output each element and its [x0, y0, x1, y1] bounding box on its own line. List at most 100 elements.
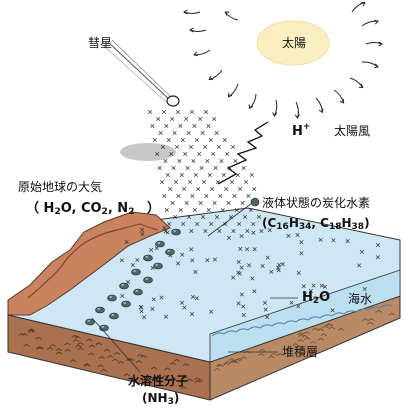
particle-x-mark	[236, 259, 241, 264]
particle-x-mark	[189, 109, 195, 115]
particle-x-mark	[197, 151, 202, 157]
particle-x-mark	[212, 257, 218, 262]
particle-x-mark	[251, 221, 256, 227]
particle-x-mark	[239, 292, 244, 297]
atmosphere-title: 原始地球の大気	[18, 180, 103, 194]
ammonia-formula: (NH3)	[142, 391, 180, 407]
particle-x-mark	[184, 200, 189, 206]
particle-x-mark	[319, 283, 324, 288]
sun-ray	[209, 69, 223, 81]
sediment-mark	[213, 367, 221, 371]
particle-x-mark	[269, 269, 274, 274]
particle-x-mark	[186, 214, 192, 220]
particle-x-mark	[252, 186, 257, 192]
particle-x-mark	[164, 123, 169, 129]
sun-ray-arrowhead	[189, 27, 194, 33]
particle-x-mark	[249, 172, 254, 178]
sediment-mark	[240, 356, 247, 360]
particle-x-mark	[375, 255, 380, 260]
particle-x-mark	[124, 239, 129, 244]
particle-x-mark	[263, 307, 268, 312]
hydrocarbon-droplets	[85, 228, 181, 332]
particle-x-mark	[232, 193, 237, 199]
sediment-mark	[49, 344, 57, 347]
particle-x-mark	[200, 130, 205, 136]
particle-x-mark	[206, 207, 211, 213]
particle-x-mark	[179, 172, 184, 178]
droplet-highlight	[97, 308, 101, 310]
particle-x-mark	[152, 137, 157, 143]
particle-x-mark	[165, 172, 170, 178]
particle-x-mark	[208, 137, 213, 143]
particle-x-mark	[166, 137, 171, 143]
soluble-molecule-label: 水溶性分子	[128, 374, 189, 388]
particle-x-mark	[219, 158, 224, 164]
particle-x-mark	[252, 247, 257, 252]
sediment-mark	[74, 335, 82, 339]
land-cliff-shading	[27, 229, 117, 299]
sediment-mark	[232, 360, 239, 364]
particle-x-mark	[176, 193, 181, 199]
particle-x-mark	[184, 116, 189, 122]
particle-x-mark	[151, 297, 156, 302]
particle-x-mark	[200, 214, 206, 220]
particle-x-mark	[226, 235, 231, 240]
sediment-mark	[325, 323, 333, 326]
droplet-highlight	[87, 320, 91, 322]
particle-x-mark	[167, 221, 172, 227]
sediment-mark	[154, 375, 161, 379]
gas-co2: CO2,	[80, 201, 113, 218]
particle-x-mark	[203, 109, 209, 115]
sediment-mark	[140, 355, 147, 358]
particle-x-mark	[176, 261, 181, 266]
particle-x-mark	[149, 247, 154, 253]
particle-x-mark	[180, 300, 185, 305]
sediment-mark	[72, 339, 80, 342]
sediment-mark	[169, 362, 176, 366]
particle-x-mark	[245, 228, 250, 234]
particle-x-mark	[190, 294, 196, 300]
particle-x-mark	[186, 130, 191, 136]
sediment-mark	[223, 362, 230, 366]
water-formula: H2O	[302, 290, 331, 307]
particle-x-mark	[216, 144, 222, 150]
particle-x-mark	[239, 234, 244, 239]
sediment-mark	[244, 350, 251, 354]
sun-ray-arrowhead	[374, 19, 379, 25]
particle-x-mark	[193, 269, 198, 274]
hydrogen-ion-charge: +	[302, 122, 311, 132]
sediment-mark	[181, 375, 189, 379]
particle-x-mark	[239, 265, 244, 270]
particle-x-mark	[209, 309, 214, 314]
comet-label: 彗星	[88, 36, 113, 50]
particle-x-mark	[187, 179, 193, 185]
particle-x-mark	[236, 270, 241, 275]
particle-x-mark	[276, 268, 281, 273]
particle-x-mark	[140, 227, 145, 232]
particle-x-mark	[147, 109, 153, 115]
particle-x-mark	[188, 144, 194, 150]
atmosphere-gases: （ H2O, CO2, N2 ）	[26, 202, 160, 219]
particle-x-mark	[357, 263, 362, 268]
sediment-mark	[216, 363, 223, 367]
hydrogen-ion-label: H+	[292, 120, 310, 139]
particle-x-mark	[175, 109, 181, 115]
sediment-mark	[257, 353, 265, 356]
particle-x-mark	[203, 228, 208, 234]
particle-x-mark	[217, 228, 222, 234]
particle-x-mark	[204, 193, 209, 199]
particle-x-mark	[248, 207, 253, 213]
particle-x-mark	[265, 315, 270, 320]
particle-x-mark	[277, 262, 282, 268]
gases-close-paren: ）	[146, 201, 160, 216]
sediment-mark	[23, 343, 30, 347]
particle-x-mark	[158, 130, 163, 136]
particle-x-mark	[259, 228, 264, 234]
comet-trail-2	[111, 39, 173, 99]
particle-x-mark	[260, 263, 265, 268]
comet-trail-3	[103, 45, 167, 103]
sun-ray-arrowhead	[378, 41, 383, 47]
sediment-mark	[366, 321, 374, 325]
particle-x-mark	[299, 251, 304, 256]
